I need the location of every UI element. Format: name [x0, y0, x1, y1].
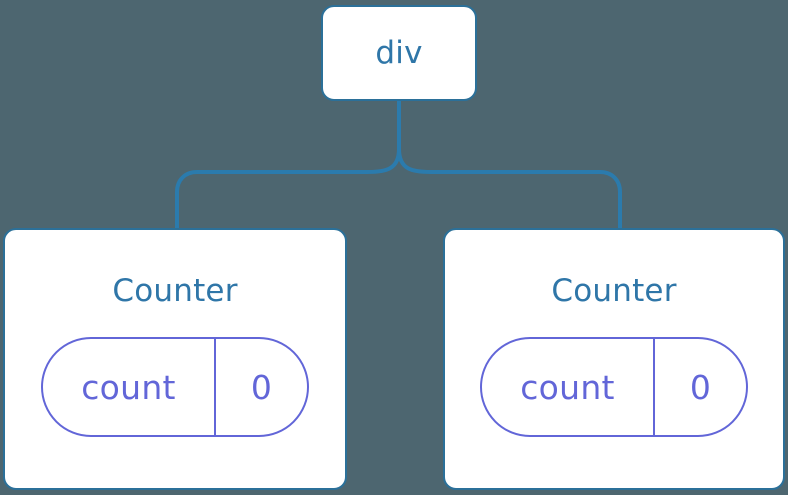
node-counter-right-label: Counter	[551, 273, 677, 309]
node-counter-left-label: Counter	[112, 273, 238, 309]
node-counter-right[interactable]: Counter count 0	[443, 228, 785, 490]
state-pill-left[interactable]: count 0	[41, 337, 309, 437]
state-pill-right-value-cell: 0	[655, 339, 746, 435]
connector-branch-left	[175, 148, 401, 228]
node-counter-left[interactable]: Counter count 0	[3, 228, 347, 490]
state-pill-left-key-cell: count	[43, 339, 216, 435]
node-div[interactable]: div	[321, 5, 477, 101]
state-pill-right-key-cell: count	[482, 339, 655, 435]
node-div-label: div	[375, 34, 423, 71]
state-pill-right-value: 0	[689, 367, 712, 407]
state-pill-left-value-cell: 0	[216, 339, 307, 435]
state-pill-right-key: count	[520, 367, 615, 407]
state-pill-right[interactable]: count 0	[480, 337, 748, 437]
connector-branch-right	[397, 148, 622, 228]
state-pill-left-value: 0	[250, 367, 273, 407]
state-pill-left-key: count	[81, 367, 176, 407]
